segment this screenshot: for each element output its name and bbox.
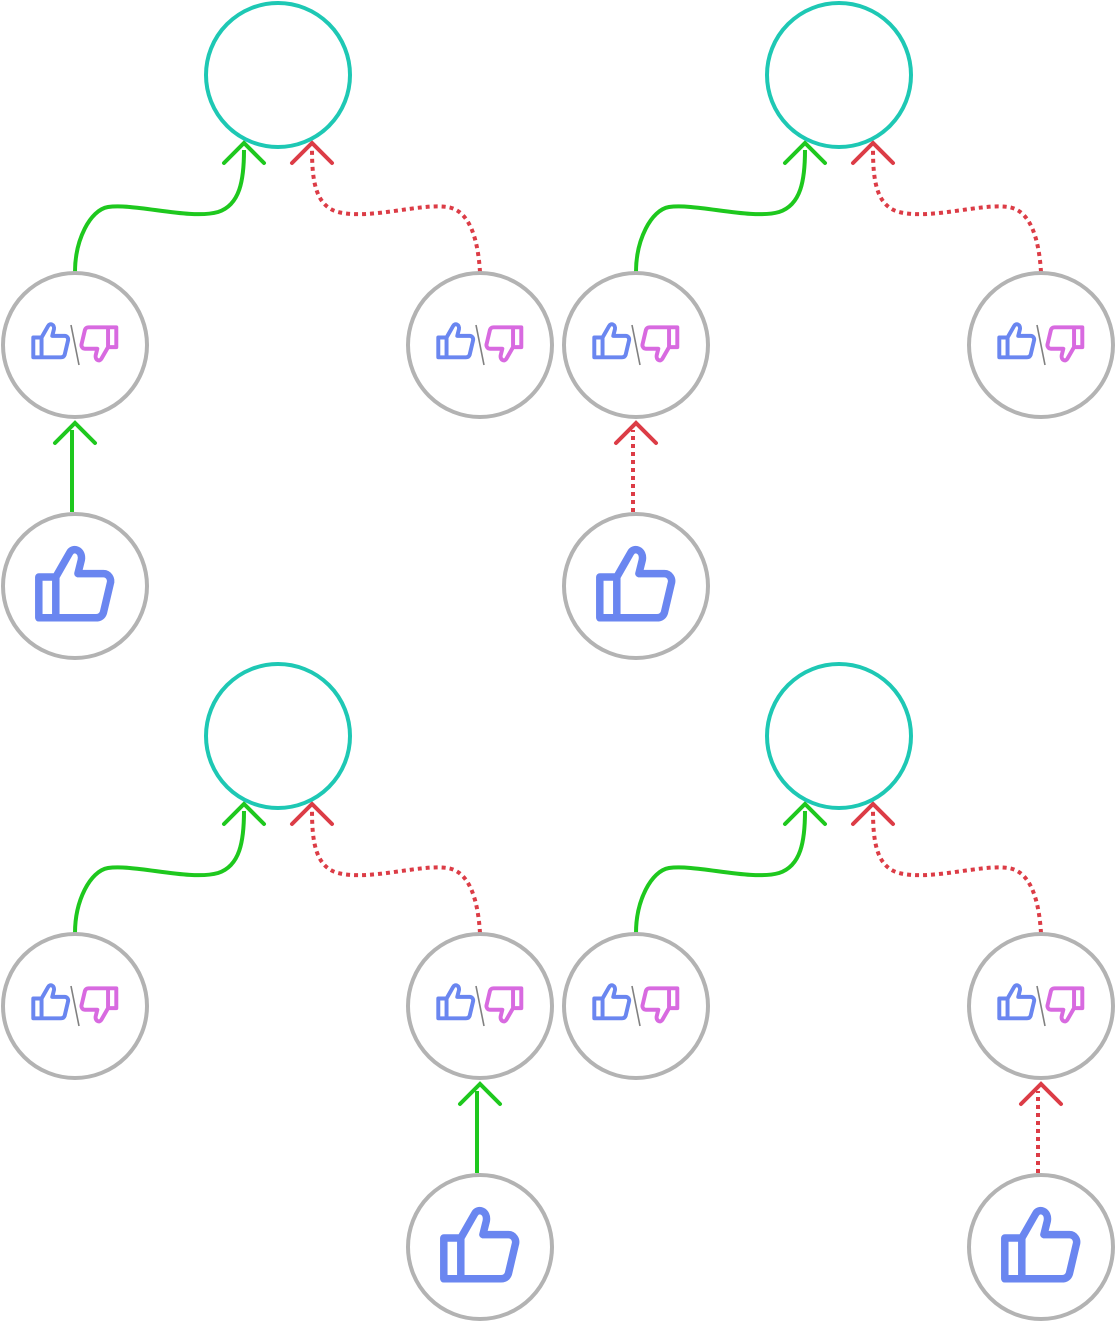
thumbs-up-icon [436,983,476,1021]
arrowhead-right [290,140,334,165]
mixed-vote-icon [436,983,524,1027]
thumbs-up-icon [596,545,676,622]
arrowhead-input [614,420,658,445]
vote-separator [70,324,80,366]
vote-separator [631,324,641,366]
arrowhead-input [458,1081,502,1106]
mixed-vote-icon [592,983,680,1027]
target-node [765,662,913,810]
thumbs-up-icon [31,322,71,360]
thumbs-down-icon [1045,325,1085,363]
arrowhead-left [783,801,827,826]
vote-separator [70,985,80,1027]
edge-right-to-target [310,149,482,273]
vote-separator [475,324,485,366]
thumbs-up-icon [35,545,115,622]
thumbs-down-icon [484,986,524,1024]
target-node [204,662,352,810]
edge-left-to-target [634,810,807,934]
edge-left-to-target [73,810,246,934]
panel-bottom-right [562,662,1115,1321]
edge-right-to-target [871,810,1043,934]
arrowhead-left [222,801,266,826]
arrowhead-right [290,801,334,826]
thumbs-up-icon [1001,1206,1081,1283]
upvote-input-node [967,1173,1115,1321]
thumbs-down-icon [79,986,119,1024]
thumbs-up-icon [997,983,1037,1021]
thumbs-up-icon [436,322,476,360]
arrowhead-right [851,801,895,826]
mixed-vote-icon [592,322,680,366]
edge-right-to-target [871,149,1043,273]
upvote-input-node [406,1173,554,1321]
thumbs-up-icon [440,1206,520,1283]
upvote-input-node [562,512,710,660]
arrowhead-right [851,140,895,165]
panel-bottom-left [1,662,554,1321]
upvote-input-node [1,512,149,660]
edge-left-to-target [634,149,807,273]
mixed-vote-icon [997,983,1085,1027]
vote-separator [1036,985,1046,1027]
edge-left-to-target [73,149,246,273]
target-node [204,1,352,149]
thumbs-down-icon [640,986,680,1024]
thumbs-down-icon [1045,986,1085,1024]
thumbs-up-icon [31,983,71,1021]
thumbs-down-icon [484,325,524,363]
thumbs-up-icon [592,983,632,1021]
arrowhead-input [53,420,97,445]
edge-right-to-target [310,810,482,934]
arrowhead-input [1019,1081,1063,1106]
panel-top-right [562,1,1115,660]
target-node [765,1,913,149]
thumbs-down-icon [640,325,680,363]
thumbs-down-icon [79,325,119,363]
panel-top-left [1,1,554,660]
arrowhead-left [222,140,266,165]
thumbs-up-icon [997,322,1037,360]
thumbs-up-icon [592,322,632,360]
vote-separator [631,985,641,1027]
arrowhead-left [783,140,827,165]
mixed-vote-icon [31,322,119,366]
mixed-vote-icon [31,983,119,1027]
mixed-vote-icon [997,322,1085,366]
vote-separator [1036,324,1046,366]
vote-separator [475,985,485,1027]
mixed-vote-icon [436,322,524,366]
